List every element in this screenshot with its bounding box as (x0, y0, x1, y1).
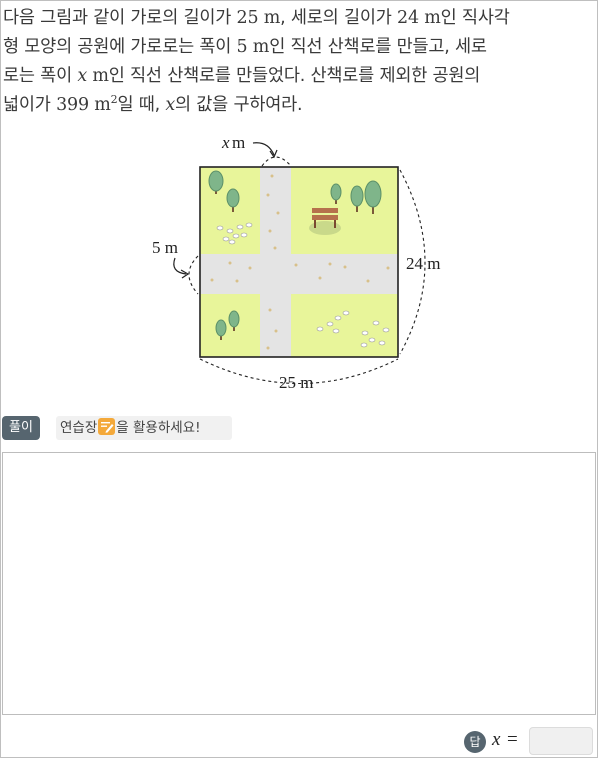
unit-m: m (87, 66, 109, 86)
park-diagram: x m 5 m 24 m 25 m (152, 133, 440, 392)
label-arrows (173, 142, 278, 279)
height-value: 24 m (397, 8, 441, 28)
park-boundary (199, 166, 399, 358)
problem-text-segment: , 세로의 길이가 (280, 8, 398, 28)
scratchpad-hint[interactable]: 연습장 을 활용하세요! (56, 416, 232, 440)
problem-text-segment: 의 값을 구하여라. (175, 95, 303, 115)
variable-x: x (165, 95, 176, 115)
hint-prefix: 연습장 (60, 420, 98, 436)
area-exponent: 2 (110, 93, 118, 107)
bench-icon (309, 208, 341, 235)
label-left: 5 m (152, 238, 178, 257)
tree-icon (208, 170, 240, 212)
answer-variable: x (492, 729, 501, 750)
problem-text-segment: 인 직사각 (440, 8, 510, 28)
problem-text-segment: 일 때, (117, 95, 166, 115)
hint-suffix: 을 활용하세요! (116, 420, 201, 436)
problem-text-segment: 형 모양의 공원에 가로로는 폭이 (3, 37, 237, 57)
solution-badge: 풀이 (2, 416, 40, 440)
path-gravel (210, 174, 390, 350)
problem-text: 다음 그림과 같이 가로의 길이가 25 m, 세로의 길이가 24 m인 직사… (3, 4, 593, 120)
label-right: 24 m (406, 254, 440, 273)
flower-icon (216, 222, 253, 245)
problem-text-segment: 다음 그림과 같이 가로의 길이가 (3, 8, 237, 28)
width-value: 25 m (236, 8, 281, 28)
area-value: 399 m (56, 95, 111, 115)
label-top-var: x (221, 133, 230, 152)
park-figure: x m 5 m 24 m 25 m (0, 118, 598, 408)
horizontal-path (200, 254, 398, 294)
answer-row: 답 x = (0, 725, 598, 757)
answer-input[interactable] (529, 727, 593, 755)
label-bottom: 25 m (279, 373, 313, 392)
tree-icon (215, 310, 240, 340)
path-width-value: 5 m (236, 37, 270, 57)
tree-icon (330, 180, 382, 214)
problem-text-segment: 넓이가 (3, 95, 57, 115)
problem-text-segment: 인 직선 산책로를 만들었다. 산책로를 제외한 공원의 (108, 66, 481, 86)
answer-equals: = (507, 729, 518, 750)
solution-workspace[interactable] (2, 452, 596, 715)
variable-x: x (77, 66, 87, 86)
scratchpad-icon (98, 418, 116, 435)
dimension-arcs (188, 156, 426, 384)
problem-text-segment: 인 직선 산책로를 만들고, 세로 (269, 37, 487, 57)
flower-icon (316, 310, 390, 348)
label-top-unit: m (232, 133, 245, 152)
answer-badge: 답 (464, 731, 486, 753)
problem-text-segment: 로는 폭이 (3, 66, 78, 86)
